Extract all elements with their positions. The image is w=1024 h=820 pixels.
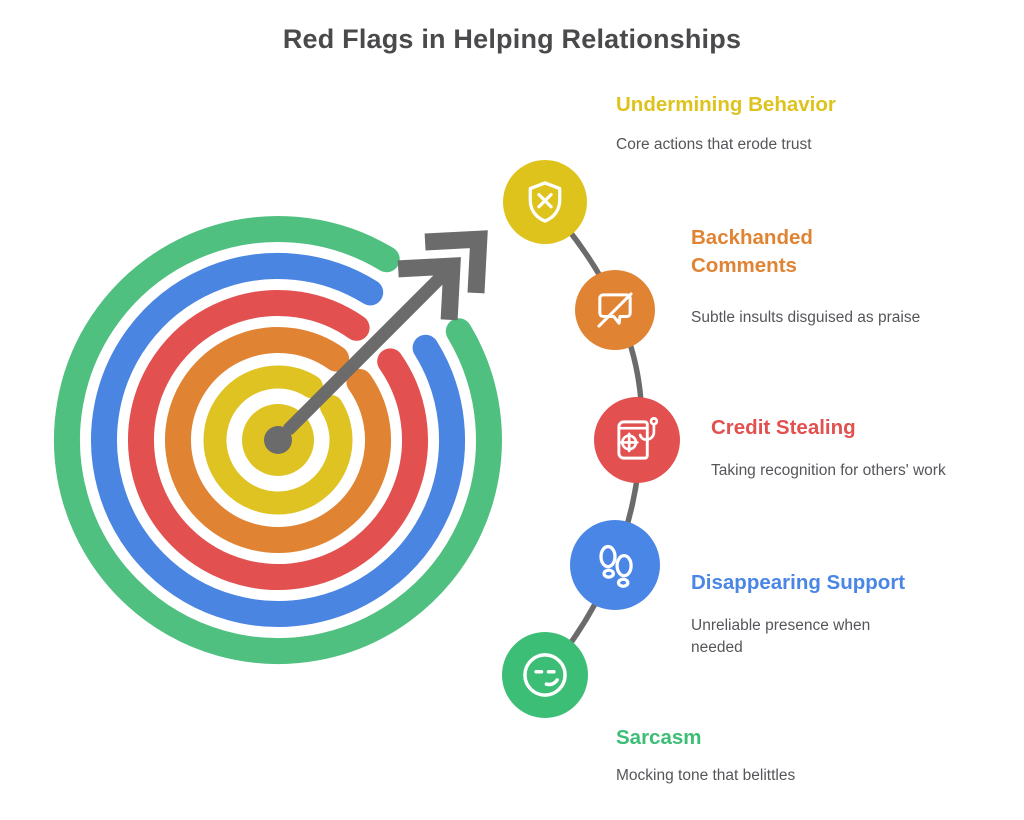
- undermining-behavior-description: Core actions that erode trust: [616, 136, 812, 153]
- credit-stealing-circle: [594, 397, 680, 483]
- backhanded-comments-circle: [575, 270, 655, 350]
- sarcasm-description: Mocking tone that belittles: [616, 767, 796, 784]
- arrow-center-dot: [264, 426, 292, 454]
- target-ring-orange: [165, 327, 391, 553]
- arrow-shaft: [282, 269, 449, 436]
- sarcasm-circle: [502, 632, 588, 718]
- credit-stealing-description: Taking recognition for others' work: [711, 462, 946, 479]
- backhanded-comments-description: Subtle insults disguised as praise: [691, 309, 921, 326]
- target-ring-blue: [91, 252, 466, 627]
- disappearing-support-description: Unreliable presence when needed: [691, 617, 871, 656]
- sarcasm-heading: Sarcasm: [616, 726, 702, 749]
- backhanded-comments-heading: Backhanded Comments: [691, 226, 813, 277]
- undermining-behavior-heading: Undermining Behavior: [616, 93, 836, 116]
- shield-x-icon: [528, 181, 562, 223]
- target-ring-yellow: [203, 365, 353, 515]
- disappearing-support-heading: Disappearing Support: [691, 571, 906, 594]
- arrow-fletching-inner: [397, 257, 461, 321]
- smirk-face-icon: [523, 653, 567, 697]
- credit-stealing-heading: Credit Stealing: [711, 416, 856, 439]
- target-ring-green: [53, 216, 502, 665]
- target-graphic: [53, 216, 502, 665]
- disappearing-support-circle: [570, 520, 660, 610]
- comment-slash-icon: [597, 292, 633, 328]
- page-title: Red Flags in Helping Relationships: [282, 24, 742, 54]
- arrow-icon: [264, 230, 488, 454]
- target-ring-red: [128, 290, 428, 590]
- footprints-icon: [599, 544, 633, 588]
- book-hook-icon: [617, 417, 659, 460]
- undermining-behavior-circle: [503, 160, 587, 244]
- arrow-fletching-outer: [424, 230, 488, 294]
